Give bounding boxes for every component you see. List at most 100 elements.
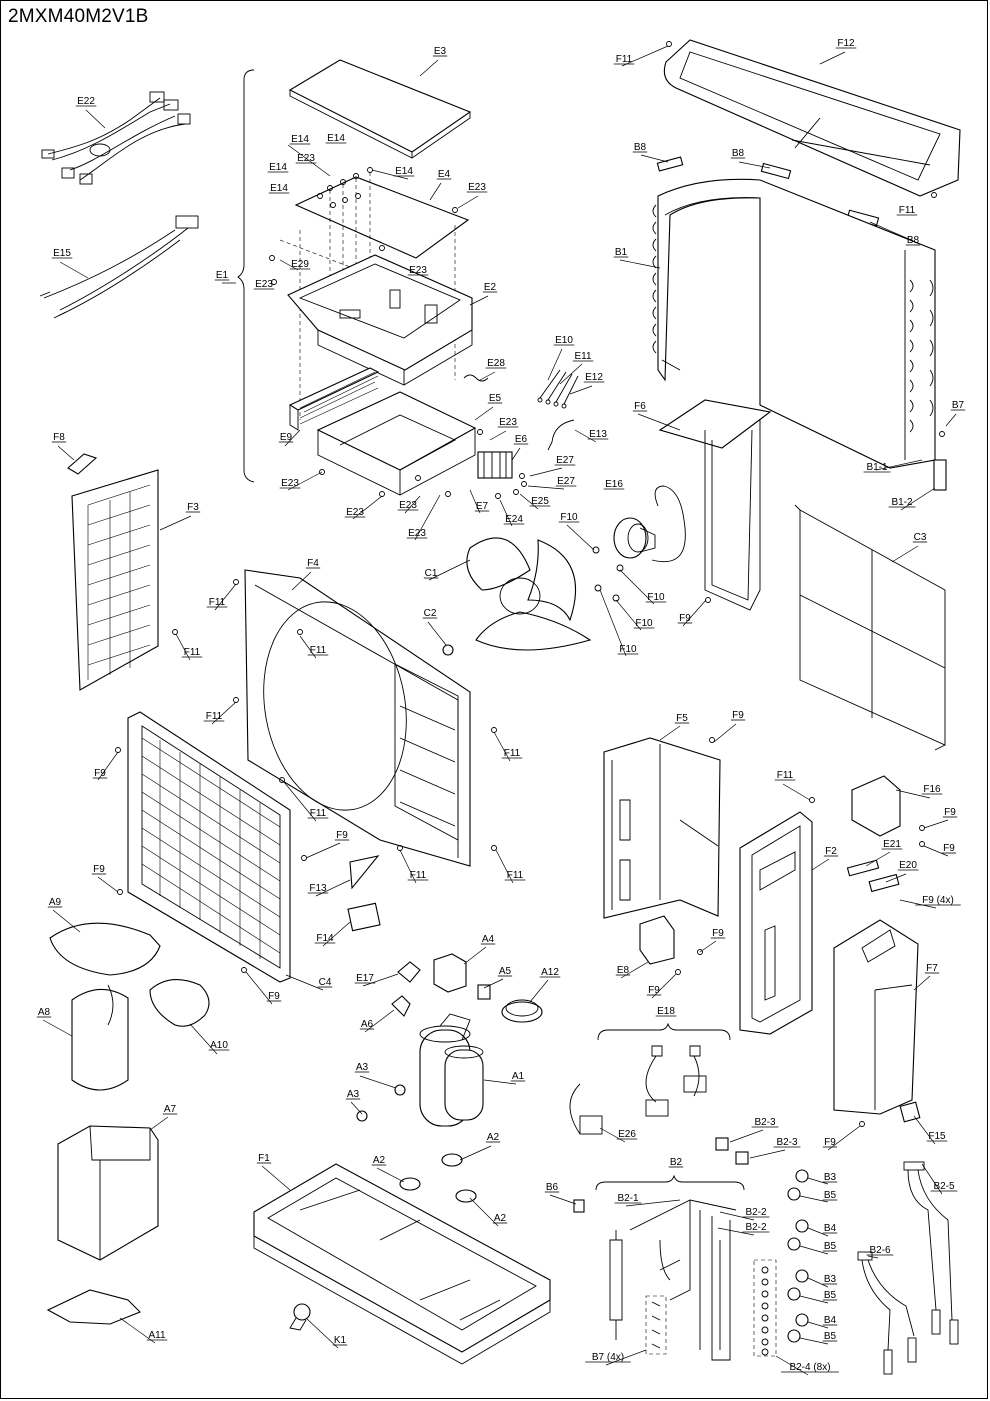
part-e2-control-box	[287, 254, 473, 371]
part-label: E23	[399, 500, 417, 511]
part-label: B8	[732, 148, 745, 159]
part-b2-5-sensor	[903, 1161, 959, 1345]
part-label: F5	[676, 713, 688, 724]
part-label: F11	[184, 647, 201, 658]
part-label: F12	[837, 38, 855, 49]
b1-tube-bends	[652, 204, 934, 433]
part-a1-compressor	[419, 1013, 484, 1127]
part-label: B5	[824, 1290, 837, 1301]
part-f12-top-panel	[663, 39, 961, 197]
part-label: E27	[556, 455, 574, 466]
part-label: E23	[346, 507, 364, 518]
part-label: E14	[270, 183, 288, 194]
part-label: F11	[616, 54, 633, 65]
part-b1-2-bracket	[933, 459, 947, 491]
part-label: E13	[589, 429, 607, 440]
part-f16-bracket	[851, 775, 901, 837]
part-label: B3	[824, 1172, 837, 1183]
part-label: C3	[914, 532, 927, 543]
part-e26-coil	[569, 1083, 603, 1135]
part-f5-partition	[603, 737, 721, 919]
part-label: A6	[361, 1019, 374, 1030]
part-e8-reactor	[639, 915, 675, 965]
part-a7-sound-insulation	[57, 1125, 159, 1261]
part-c4-front-grille	[127, 711, 291, 983]
part-label: E23	[408, 528, 426, 539]
part-label: F9	[268, 991, 280, 1002]
part-label: F9	[336, 830, 348, 841]
part-label: A2	[494, 1213, 507, 1224]
part-e4-insulation-sheet	[294, 176, 470, 259]
part-b6-clip	[573, 1199, 585, 1213]
b2-4-callout-box	[753, 1259, 777, 1357]
part-f7-service-cover	[833, 919, 919, 1115]
part-f8-clip	[67, 453, 98, 475]
part-label: F9	[648, 985, 660, 996]
part-label: B1-1	[866, 462, 888, 473]
part-label: E28	[487, 358, 505, 369]
part-label: F7	[926, 963, 938, 974]
part-label: E22	[77, 96, 95, 107]
part-f3-side-grille	[71, 469, 159, 691]
part-label: B2-5	[933, 1181, 955, 1192]
part-label: A1	[512, 1071, 525, 1082]
part-e21-terminal	[846, 859, 880, 877]
part-label: E26	[618, 1129, 636, 1140]
part-b2-6-sensor	[857, 1251, 917, 1375]
part-label: A2	[487, 1132, 500, 1143]
part-label: A3	[356, 1062, 369, 1073]
part-label: F11	[504, 748, 521, 759]
part-label: A3	[347, 1089, 360, 1100]
part-label: B5	[824, 1241, 837, 1252]
part-label: E1	[216, 270, 229, 281]
part-a6-clip	[391, 995, 411, 1017]
part-e18-coils	[645, 1045, 707, 1117]
part-label: E23	[281, 478, 299, 489]
part-f6-motor-support	[658, 399, 772, 449]
part-label: B2-2	[745, 1222, 767, 1233]
part-label: F13	[309, 883, 327, 894]
part-label: E2	[484, 282, 497, 293]
e1-group-bracket	[237, 69, 255, 483]
part-label: F9	[824, 1137, 836, 1148]
part-label: E10	[555, 335, 573, 346]
part-label: B2-2	[745, 1207, 767, 1218]
part-a12-cushion	[501, 999, 543, 1023]
b2-group-bracket	[595, 1174, 745, 1191]
part-label: F11	[310, 645, 327, 656]
part-b8-pad-2	[760, 162, 792, 180]
part-label: E12	[585, 372, 603, 383]
part-label: E8	[617, 965, 630, 976]
part-label: C2	[424, 608, 437, 619]
part-label: E18	[657, 1006, 675, 1017]
part-a3-nut-2	[356, 1110, 368, 1122]
part-label: E23	[499, 417, 517, 428]
part-label: A8	[38, 1007, 51, 1018]
part-a4-terminal-cover	[433, 953, 467, 993]
part-label: A2	[373, 1155, 386, 1166]
part-label: B7 (4x)	[592, 1352, 624, 1363]
part-label: B2-4 (8x)	[789, 1362, 830, 1373]
part-a5-gasket	[477, 984, 491, 1000]
part-f1-bottom-frame	[253, 1163, 551, 1353]
part-label: E7	[476, 501, 489, 512]
part-b3-b5-nuts	[787, 1169, 809, 1343]
part-f15-plug	[899, 1101, 921, 1123]
part-label: B5	[824, 1331, 837, 1342]
part-e28-coil	[463, 374, 489, 382]
part-label: E16	[605, 479, 623, 490]
part-label: B4	[824, 1315, 837, 1326]
part-c3-wire-guard	[794, 504, 946, 751]
part-label: E23	[255, 279, 273, 290]
part-label: C4	[319, 977, 332, 988]
part-e16-fan-motor	[613, 485, 686, 562]
part-label: A7	[164, 1104, 177, 1115]
part-b1-heat-exchanger	[657, 178, 936, 469]
part-label: B1-2	[891, 497, 913, 508]
part-e9-heatsink	[288, 367, 380, 411]
part-label: E4	[438, 169, 451, 180]
part-label: F11	[777, 770, 794, 781]
part-label: F11	[310, 808, 327, 819]
part-label: F9 (4x)	[922, 895, 954, 906]
